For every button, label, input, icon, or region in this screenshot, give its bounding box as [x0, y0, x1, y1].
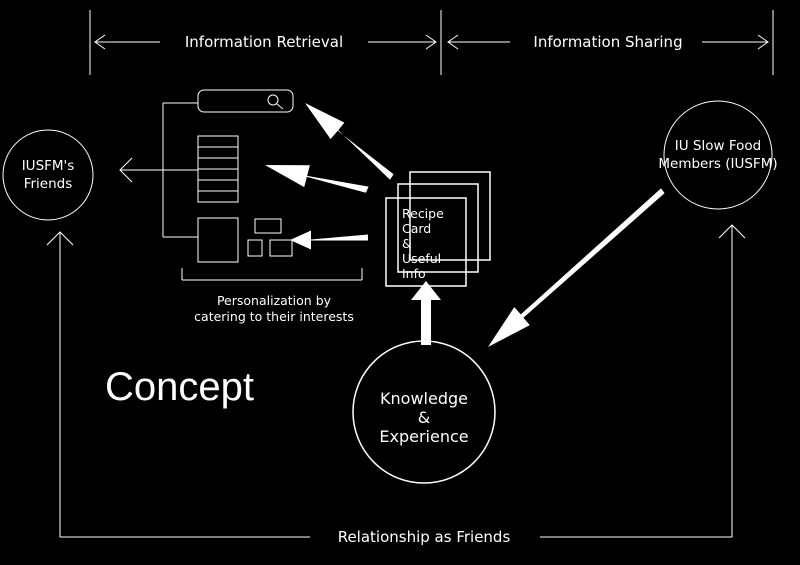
members-label-line2: Members (IUSFM) — [658, 156, 777, 172]
arrow-card-to-list — [265, 165, 369, 193]
magnifier-handle — [276, 103, 284, 110]
arrow-card-to-content — [290, 230, 368, 250]
knowledge-label-line3: Experience — [379, 427, 468, 446]
thumbnail-sketch — [254, 218, 282, 234]
personalization-caption-line2: catering to their interests — [194, 309, 354, 324]
retrieval-arrowhead-left — [94, 34, 106, 50]
arrow-to-friends — [119, 157, 163, 183]
retrieval-arrowhead-right — [425, 34, 437, 50]
members-circle — [663, 100, 773, 210]
sharing-arrowhead-left — [447, 34, 459, 50]
content-block-sketch — [197, 217, 239, 263]
friends-label-line2: Friends — [24, 176, 73, 192]
relationship-loop: Relationship as Friends — [46, 224, 746, 546]
loop-left-arrowhead — [46, 231, 74, 246]
header-information-retrieval: Information Retrieval — [185, 33, 343, 51]
recipe-label-line4: Useful — [402, 251, 441, 266]
recipe-card-back — [409, 171, 491, 261]
friends-node: IUSFM's Friends — [2, 129, 94, 221]
concept-title: Concept — [105, 365, 254, 409]
sharing-arrowhead-right — [757, 34, 769, 50]
arrow-card-to-search — [305, 103, 394, 180]
personalization-caption-line1: Personalization by — [217, 293, 332, 308]
recipe-card-stack: Recipe Card & Useful Info — [385, 171, 491, 287]
friends-label-line1: IUSFM's — [22, 158, 75, 174]
members-label-line1: IU Slow Food — [675, 138, 761, 154]
friends-circle — [2, 129, 94, 221]
relationship-label: Relationship as Friends — [338, 528, 511, 546]
knowledge-node: Knowledge & Experience — [352, 340, 496, 484]
recipe-card-middle — [397, 183, 479, 273]
thumbnail-sketch — [247, 239, 263, 257]
loop-right-arrowhead — [718, 224, 746, 239]
arrow-members-to-knowledge — [488, 188, 665, 347]
recipe-label-line5: Info — [402, 266, 426, 281]
recipe-label-line3: & — [402, 236, 412, 251]
thumbnail-sketch — [269, 239, 293, 257]
knowledge-label-line1: Knowledge — [380, 389, 468, 408]
knowledge-label-line2: & — [418, 408, 430, 427]
arrow-to-friends-head — [119, 157, 133, 183]
search-bar-sketch — [197, 89, 294, 113]
header-information-sharing: Information Sharing — [533, 33, 682, 51]
recipe-label-line1: Recipe — [402, 206, 444, 221]
recipe-label-line2: Card — [402, 221, 431, 236]
interface-wireframe: Personalization by catering to their int… — [162, 89, 363, 324]
members-node: IU Slow Food Members (IUSFM) — [658, 100, 778, 210]
header-bar: Information Retrieval Information Sharin… — [89, 10, 774, 75]
magnifier-icon — [267, 94, 279, 106]
arrow-knowledge-to-card — [411, 281, 441, 345]
